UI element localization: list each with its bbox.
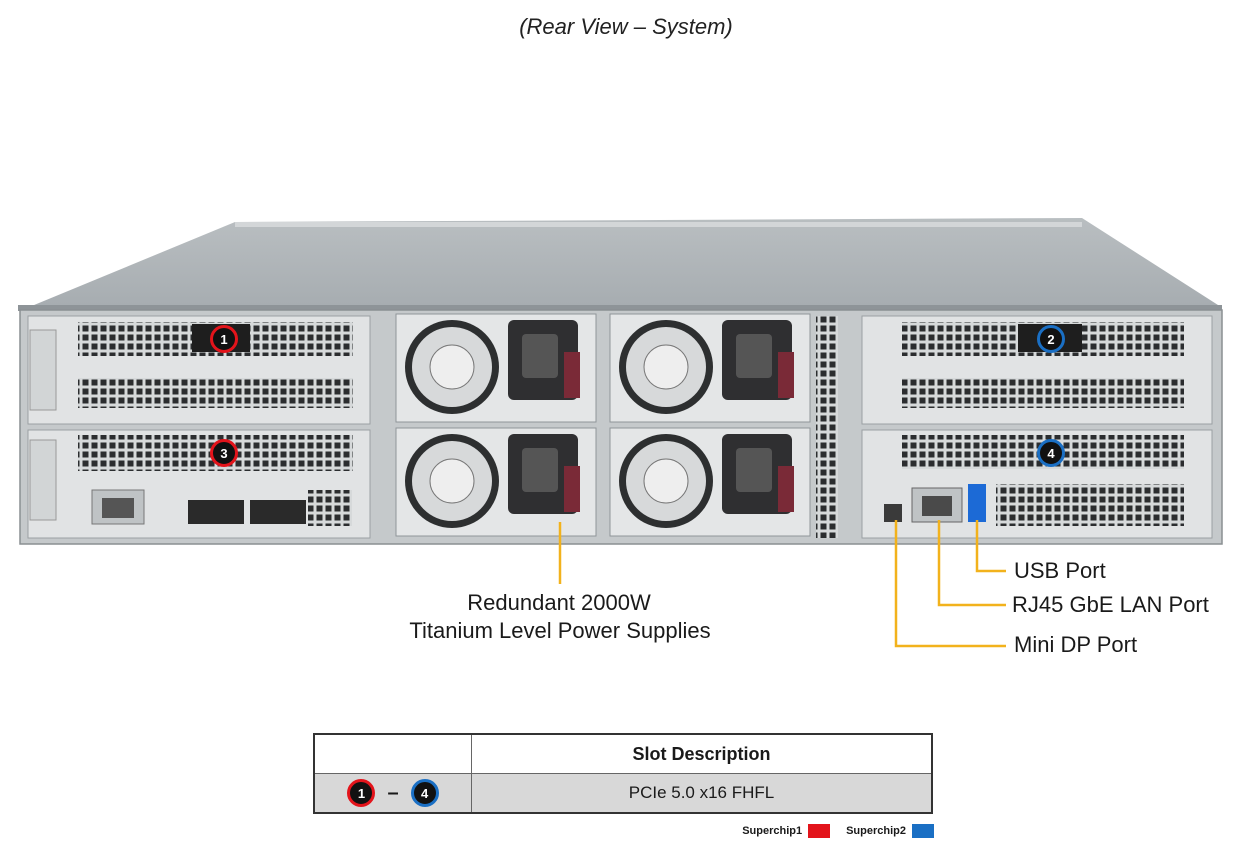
psu-4 bbox=[609, 427, 811, 537]
usb-port bbox=[968, 484, 986, 522]
slot-description-cell: PCIe 5.0 x16 FHFL bbox=[471, 773, 933, 814]
slot-badge-1: 1 bbox=[210, 325, 238, 353]
callout-lines bbox=[558, 520, 1006, 648]
range-dash: – bbox=[387, 781, 399, 804]
slot-badge-3: 3 bbox=[210, 439, 238, 467]
pcie-bay-3 bbox=[27, 429, 371, 539]
mini-dp-port bbox=[884, 504, 902, 522]
pcie-bay-2 bbox=[861, 315, 1213, 425]
io-ports bbox=[884, 484, 986, 523]
mini-dp-port-label: Mini DP Port bbox=[1014, 632, 1138, 657]
slot-badge-2: 2 bbox=[1037, 325, 1065, 353]
slot-description-table: Slot Description 1 – 4 PCIe 5.0 x16 FHFL bbox=[313, 733, 933, 814]
legend-superchip1-swatch bbox=[808, 824, 831, 838]
table-row: 1 – 4 PCIe 5.0 x16 FHFL bbox=[313, 773, 933, 814]
psu-1 bbox=[395, 313, 597, 423]
psu-label-line2: Titanium Level Power Supplies bbox=[409, 618, 711, 643]
slot-range-cell: 1 – 4 bbox=[313, 773, 472, 814]
psu-2 bbox=[609, 313, 811, 423]
legend-superchip1-label: Superchip1 bbox=[742, 825, 803, 837]
chassis-top-cover bbox=[22, 218, 1218, 310]
pcie-bay-1 bbox=[27, 315, 371, 425]
table-header-left bbox=[313, 733, 472, 774]
rj45-port-label: RJ45 GbE LAN Port bbox=[1012, 592, 1209, 617]
range-end-badge: 4 bbox=[410, 779, 439, 807]
superchip-legend: Superchip1 Superchip2 bbox=[742, 824, 934, 838]
usb-port-label: USB Port bbox=[1014, 558, 1106, 583]
legend-superchip2-swatch bbox=[912, 824, 934, 838]
psu-label-line1: Redundant 2000W bbox=[467, 590, 651, 615]
slot-badge-4: 4 bbox=[1037, 439, 1065, 467]
center-vent bbox=[816, 316, 838, 538]
page-title: (Rear View – System) bbox=[519, 14, 733, 39]
range-start-badge: 1 bbox=[347, 779, 376, 807]
table-header-slot-description: Slot Description bbox=[471, 733, 933, 774]
legend-superchip2-label: Superchip2 bbox=[846, 825, 906, 837]
psu-3 bbox=[395, 427, 597, 537]
